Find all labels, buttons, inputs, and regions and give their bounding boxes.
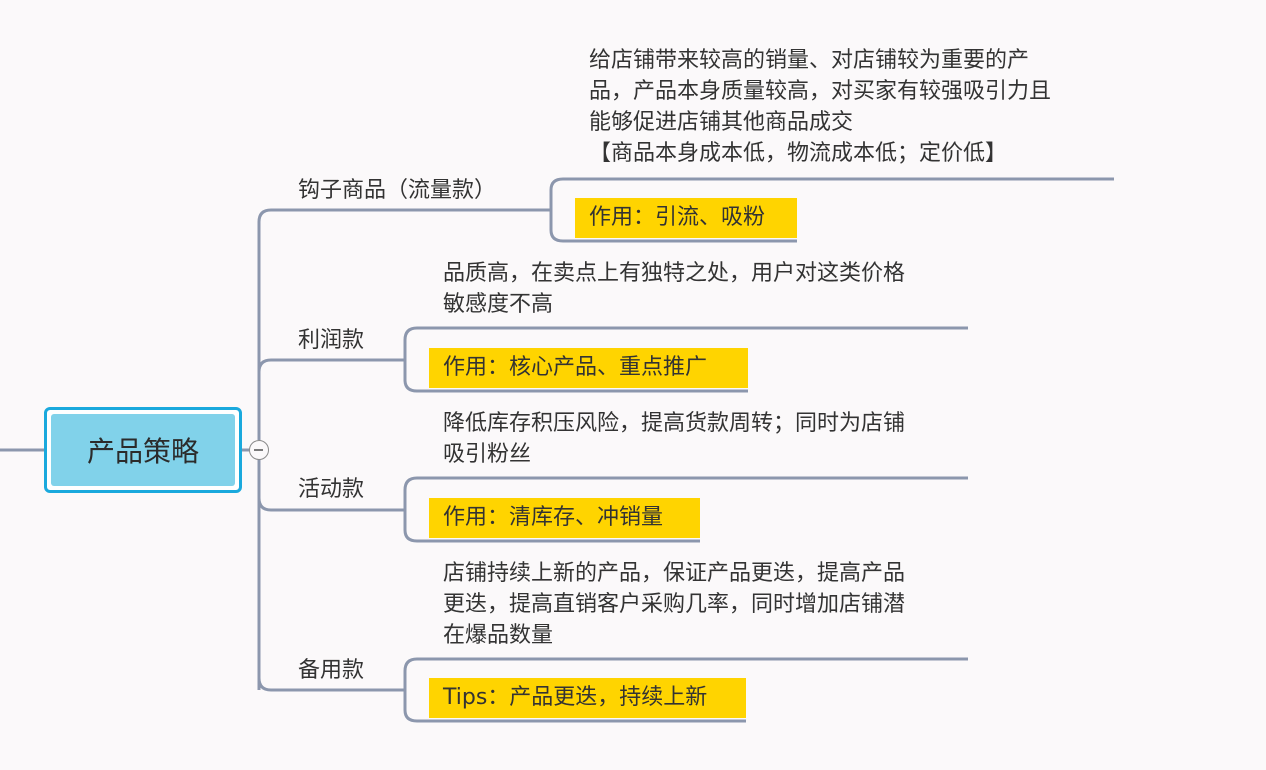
branch-3-highlight[interactable]: 作用：清库存、冲销量 [429, 498, 700, 538]
branch-label-hook-product[interactable]: 钩子商品（流量款） [298, 178, 497, 203]
branch4-upper-line [403, 657, 968, 690]
description-line: 给店铺带来较高的销量、对店铺较为重要的产 [589, 48, 1030, 73]
description-line: 敏感度不高 [443, 292, 554, 317]
branch-label-profit-product[interactable]: 利润款 [298, 328, 365, 353]
branch-connector-1 [257, 208, 551, 440]
root-label: 产品策略 [51, 414, 235, 486]
branch-2-highlight[interactable]: 作用：核心产品、重点推广 [429, 348, 748, 388]
description-line: 在爆品数量 [443, 623, 554, 648]
description-line: 更迭，提高直销客户采购几率，同时增加店铺潜 [443, 592, 906, 617]
branch3-upper-line [403, 476, 968, 510]
description-line: 能够促进店铺其他商品成交 [589, 110, 854, 135]
branch4-lower-line [403, 690, 746, 723]
root-node[interactable]: 产品策略 [44, 407, 242, 493]
branch-3-description[interactable]: 降低库存积压风险，提高货款周转；同时为店铺 吸引粉丝 [443, 408, 905, 470]
branch-1-highlight[interactable]: 作用：引流、吸粉 [575, 198, 797, 238]
description-line: 吸引粉丝 [443, 442, 532, 467]
branch1-lower-line [549, 210, 797, 243]
branch1-upper-line [549, 177, 1114, 210]
branch-2-description[interactable]: 品质高，在卖点上有独特之处，用户对这类价格 敏感度不高 [443, 258, 905, 320]
branch-label-backup-product[interactable]: 备用款 [298, 658, 365, 683]
branch-connector-2 [257, 358, 405, 440]
description-line: 品质高，在卖点上有独特之处，用户对这类价格 [443, 261, 906, 286]
branch-4-highlight[interactable]: Tips：产品更迭，持续上新 [429, 678, 746, 718]
description-line: 品，产品本身质量较高，对买家有较强吸引力且 [589, 79, 1052, 104]
branch2-lower-line [403, 360, 748, 393]
description-line: 【商品本身成本低，物流成本低；定价低】 [589, 141, 1008, 166]
description-line: 店铺持续上新的产品，保证产品更迭，提高产品 [443, 561, 906, 586]
collapse-toggle-icon[interactable] [249, 440, 269, 460]
branch3-lower-line [403, 510, 700, 543]
branch-1-description[interactable]: 给店铺带来较高的销量、对店铺较为重要的产 品，产品本身质量较高，对买家有较强吸引… [589, 45, 1051, 169]
branch-connector-4 [257, 460, 405, 692]
branch-label-promo-product[interactable]: 活动款 [298, 477, 365, 502]
branch-4-description[interactable]: 店铺持续上新的产品，保证产品更迭，提高产品 更迭，提高直销客户采购几率，同时增加… [443, 558, 905, 651]
description-line: 降低库存积压风险，提高货款周转；同时为店铺 [443, 411, 906, 436]
branch2-upper-line [403, 326, 968, 360]
